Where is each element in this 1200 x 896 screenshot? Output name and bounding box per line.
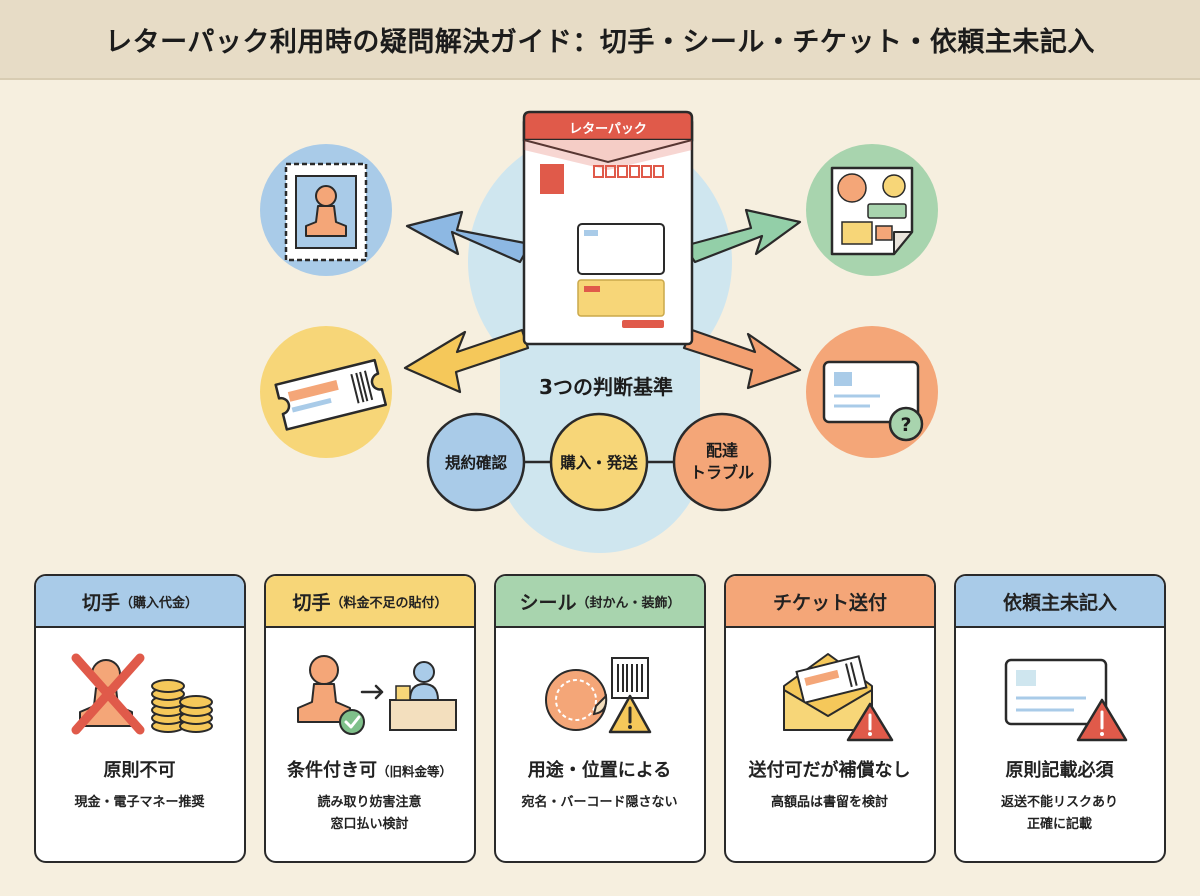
arrow-to-card [682, 328, 802, 390]
card-sticker-note: （封かん・装飾） [576, 595, 681, 611]
card-ticket-verdict-text: 送付可だが補償なし [748, 760, 911, 781]
arrow-to-sticker [682, 208, 802, 264]
card-sender-blank: 依頼主未記入 原則記載必須 返送不能リスクあり 正確に記載 [954, 574, 1166, 863]
card-stamp-shortage-verdict-note: （旧料金等） [376, 764, 452, 779]
criteria-item-purchase: 購入・発送 [549, 412, 649, 512]
page-title: レターパック利用時の疑問解決ガイド：切手・シール・チケット・依頼主未記入 [105, 26, 1095, 58]
card-question-icon: ? [806, 326, 938, 458]
card-ticket-verdict: 送付可だが補償なし [726, 756, 933, 782]
sticker-icon [806, 144, 938, 276]
question-mark-icon: ? [900, 414, 911, 436]
criteria-item-delivery: 配達 トラブル [672, 412, 772, 512]
criteria-item-delivery-label-2: トラブル [690, 463, 754, 482]
card-stamp-shortage-note: （料金不足の貼付） [330, 595, 448, 611]
card-stamp-shortage-verdict: 条件付き可（旧料金等） [266, 756, 473, 782]
card-sticker-detail-1: 宛名・バーコード隠さない [521, 795, 678, 810]
card-sticker: シール（封かん・装飾） 用途・位置による 宛名・バーコード隠さない [494, 574, 706, 863]
stamp-to-counter-icon [297, 655, 457, 735]
card-sticker-verdict-text: 用途・位置による [527, 760, 672, 781]
card-stamp-shortage: 切手（料金不足の貼付） 条件付き可（旧料金等） 読み取り妨害注意 窓口払い検討 [264, 574, 476, 863]
card-ticket-detail-1: 高額品は書留を検討 [770, 795, 888, 810]
card-sender-blank-title: 依頼主未記入 [1002, 591, 1117, 614]
criteria-item-rules-label: 規約確認 [445, 453, 508, 472]
arrow-to-ticket [403, 328, 530, 394]
card-stamp-purchase-verdict: 原則不可 [36, 756, 243, 782]
card-stamp-purchase: 切手（購入代金） 原則不可 現金・電子マネー推奨 [34, 574, 246, 863]
envelope-label: レターパック [569, 122, 647, 137]
coins-crossed-stamp-icon [71, 653, 213, 735]
criteria-item-rules: 規約確認 [426, 412, 526, 512]
card-sender-blank-detail: 返送不能リスクあり 正確に記載 [956, 792, 1163, 836]
card-sender-blank-verdict-text: 原則記載必須 [1005, 760, 1114, 781]
stamp-icon [260, 144, 392, 276]
diagram: レターパック 3つの判断基準 規約確認 購入・発送 配達 トラブル [260, 110, 938, 553]
card-sender-blank-detail-1: 返送不能リスクあり [1000, 795, 1118, 810]
arrow-to-stamp [405, 210, 532, 264]
card-stamp-shortage-head: 切手（料金不足の貼付） [266, 576, 474, 628]
card-ticket-detail: 高額品は書留を検討 [726, 792, 933, 814]
card-ticket: チケット送付 送付可だが補償なし 高額品は書留を検討 [724, 574, 936, 863]
card-stamp-purchase-note: （購入代金） [120, 595, 199, 611]
card-stamp-shortage-verdict-text: 条件付き可 [286, 760, 377, 781]
card-sticker-verdict: 用途・位置による [496, 756, 703, 782]
card-stamp-shortage-title: 切手 [292, 591, 331, 614]
ticket-icon [260, 326, 392, 458]
criteria-item-purchase-label: 購入・発送 [559, 453, 638, 472]
card-stamp-shortage-detail-2: 窓口払い検討 [330, 817, 409, 832]
card-sticker-head: シール（封かん・装飾） [496, 576, 704, 628]
card-stamp-shortage-detail: 読み取り妨害注意 窓口払い検討 [266, 792, 473, 836]
card-sender-blank-detail-2: 正確に記載 [1026, 817, 1092, 832]
card-sticker-detail: 宛名・バーコード隠さない [496, 792, 703, 814]
criteria-section: 3つの判断基準 規約確認 購入・発送 配達 トラブル [426, 375, 772, 512]
card-sender-blank-verdict: 原則記載必須 [956, 756, 1163, 782]
card-ticket-head: チケット送付 [726, 576, 934, 628]
card-warning-icon [1004, 658, 1128, 742]
card-stamp-purchase-head: 切手（購入代金） [36, 576, 244, 628]
envelope-ticket-warning-icon [783, 653, 894, 742]
card-stamp-purchase-detail-1: 現金・電子マネー推奨 [74, 795, 205, 810]
letterpack-envelope: レターパック [522, 110, 694, 346]
criteria-heading: 3つの判断基準 [539, 375, 673, 399]
card-stamp-purchase-title: 切手 [81, 591, 120, 614]
card-stamp-purchase-verdict-text: 原則不可 [103, 760, 176, 781]
title-bar: レターパック利用時の疑問解決ガイド：切手・シール・チケット・依頼主未記入 [0, 0, 1200, 80]
card-sender-blank-head: 依頼主未記入 [956, 576, 1164, 628]
sticker-barcode-warning-icon [545, 657, 652, 734]
card-stamp-shortage-detail-1: 読み取り妨害注意 [317, 795, 422, 810]
card-ticket-title: チケット送付 [772, 591, 887, 614]
card-sticker-title: シール [519, 591, 577, 614]
criteria-item-delivery-label-1: 配達 [706, 441, 738, 460]
card-stamp-purchase-detail: 現金・電子マネー推奨 [36, 792, 243, 814]
